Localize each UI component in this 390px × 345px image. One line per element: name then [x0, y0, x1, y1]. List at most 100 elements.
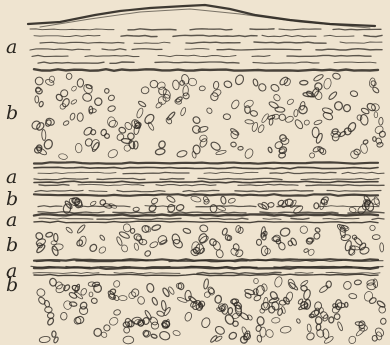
layer-b-1-pebble: [234, 74, 245, 86]
layer-b-2-pebble: [190, 195, 201, 203]
layer-a-2-hatch: [327, 191, 381, 192]
layer-a-1-hatch: [38, 62, 104, 63]
layer-a-1-hatch: [340, 42, 382, 43]
layer-b-4-pebble: [319, 284, 330, 293]
layer-a-3-hatch: [38, 212, 104, 213]
layer-a-3-hatch: [263, 219, 281, 220]
layer-b-1-pebble: [192, 115, 201, 124]
layer-a-1-hatch: [254, 42, 326, 43]
layer-b-4-pebble: [123, 336, 134, 344]
layer-a-2-hatch: [198, 178, 282, 179]
layer-b-1-pebble: [107, 105, 116, 112]
layer-b-3-pebble: [89, 243, 98, 253]
layer-b-1-pebble: [157, 95, 168, 106]
layer-b-4-pebble: [228, 331, 238, 341]
layer-b-1-pebble: [230, 142, 236, 147]
layer-a-3-hatch: [39, 218, 93, 219]
layer-a-1-hatch: [253, 62, 319, 63]
layer-b-4-pebble: [91, 298, 98, 304]
layer-a-1-hatch: [30, 29, 114, 30]
layer-a-2-hatch: [39, 184, 69, 185]
layer-b-4-pebble: [274, 276, 284, 288]
layer-b-1-pebble: [323, 78, 332, 90]
layer-b-4-pebble: [113, 309, 121, 316]
layer-b-1-pebble: [69, 113, 75, 121]
layer-b-1-pebble: [335, 102, 343, 110]
layer-a-2-hatch: [35, 190, 83, 191]
layer-label-b-1: b: [6, 104, 18, 123]
layer-b-4-pebble: [326, 281, 332, 289]
layer-b-4-pebble: [44, 300, 51, 308]
layer-b-1-pebble: [38, 101, 43, 107]
layer-b-2-pebble: [277, 199, 285, 206]
layer-b-4-pebble: [146, 283, 155, 293]
layer-b-1-pebble: [191, 124, 202, 135]
layer-b-4-pebble: [156, 310, 165, 317]
layer-b-4-pebble: [161, 300, 167, 311]
layer-a-3-hatch: [113, 212, 155, 213]
layer-b-3-pebble: [144, 250, 152, 258]
layer-a-1-hatch: [287, 55, 371, 56]
layer-label-b-4: b: [6, 276, 18, 295]
layer-a-2-hatch: [97, 178, 145, 179]
layer-b-3-pebble: [352, 234, 358, 240]
layer-a-2-hatch: [204, 172, 258, 173]
layer-b-1-pebble: [376, 142, 383, 148]
layer-b-3-pebble: [290, 237, 298, 246]
layer-b-1-pebble: [328, 91, 338, 101]
layer-b-3-pebble: [314, 227, 320, 233]
layer-b-2-pebble: [349, 206, 357, 213]
layer-b-1-pebble: [252, 78, 258, 86]
layer-b-1-pebble: [267, 147, 272, 153]
layer-a-1-hatch: [158, 55, 236, 56]
layer-b-4-pebble: [207, 286, 215, 295]
layer-b-4-pebble: [172, 330, 180, 337]
layer-b-1-pebble: [100, 129, 107, 137]
layer-b-4-pebble: [322, 328, 329, 339]
layer-b-4-pebble: [280, 326, 292, 334]
layer-b-3-pebble: [159, 239, 168, 246]
layer-b-1-pebble: [116, 132, 125, 141]
layer-b-4-pebble: [257, 335, 263, 343]
layer-b-1-pebble: [250, 110, 258, 117]
layer-b-1-pebble: [94, 97, 103, 106]
layer-b-1-pebble: [180, 107, 187, 116]
layer-b-4-pebble: [113, 280, 121, 289]
layer-a-2-hatch: [183, 190, 219, 191]
ground-surface-line: [40, 9, 370, 28]
layer-b-3-pebble: [300, 226, 308, 234]
layer-b-4-pebble: [36, 288, 46, 298]
layer-b-4-pebble: [151, 297, 158, 306]
layer-b-1-pebble: [275, 107, 285, 113]
layer-a-4-hatch: [353, 261, 383, 262]
layer-a-1-hatch: [279, 29, 321, 30]
layer-a-2-hatch: [301, 179, 379, 180]
layer-a-4-hatch: [31, 266, 55, 267]
layer-b-1-pebble: [270, 83, 280, 92]
layer-b-1-pebble: [300, 80, 308, 85]
layer-b-3-pebble: [199, 224, 209, 233]
layer-b-4-pebble: [259, 308, 265, 314]
layer-b-1-pebble: [58, 153, 68, 160]
layer-a-2-hatch: [156, 184, 216, 185]
layer-b-4-pebble: [255, 325, 262, 332]
layer-b-1-pebble: [104, 88, 109, 93]
layer-b-3-pebble: [279, 227, 291, 238]
layer-b-1-pebble: [155, 148, 166, 156]
layer-b-4-pebble: [52, 331, 56, 337]
layer-b-1-pebble: [75, 143, 82, 153]
layer-a-1-hatch: [110, 62, 134, 63]
layer-a-2-hatch: [38, 172, 116, 173]
layer-b-1-pebble: [150, 80, 158, 88]
layer-a-1-hatch: [262, 35, 316, 36]
layer-b-1-pebble: [223, 114, 230, 120]
bed-boundary-line: [34, 69, 378, 71]
layer-b-1-pebble: [107, 94, 115, 101]
layer-b-1-pebble: [244, 106, 250, 114]
layer-a-1-hatch: [324, 35, 354, 36]
layer-b-1-pebble: [210, 140, 222, 151]
layer-a-1-hatch: [252, 56, 270, 57]
layer-b-3-pebble: [99, 234, 105, 241]
layer-a-2-hatch: [78, 184, 144, 185]
layer-b-2-pebble: [99, 199, 106, 206]
